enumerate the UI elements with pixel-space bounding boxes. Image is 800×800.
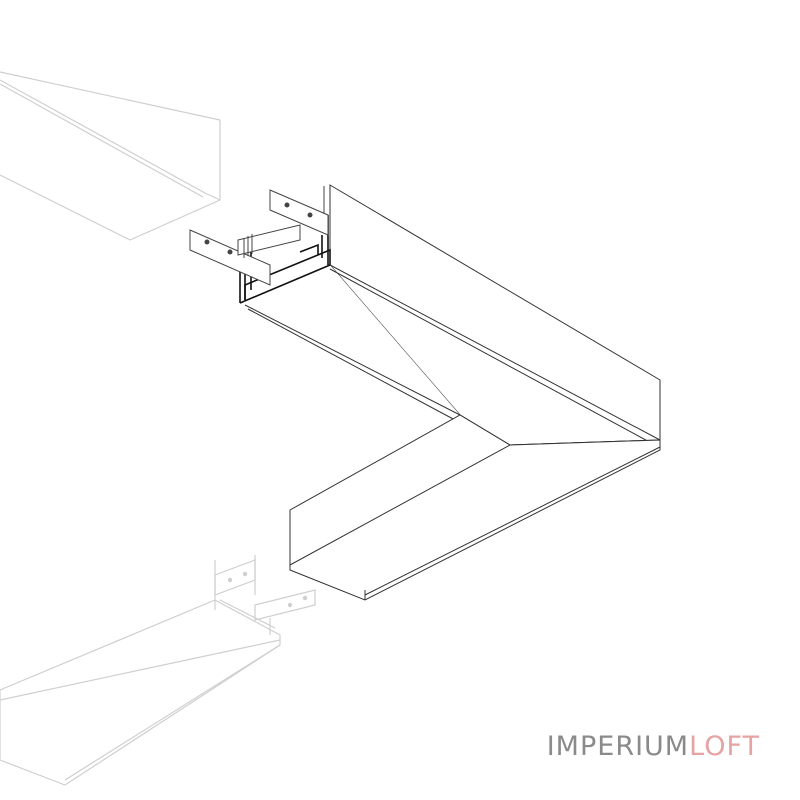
corner-connector xyxy=(244,184,661,601)
brand-name-part1: IMPERIUM xyxy=(546,731,690,762)
profile-top-left xyxy=(0,71,221,241)
brand-logo: IMPERIUMLOFT xyxy=(547,733,760,760)
brand-name-part2: LOFT xyxy=(689,731,760,762)
profile-bottom-left xyxy=(0,555,316,786)
mounting-brackets xyxy=(189,186,329,286)
